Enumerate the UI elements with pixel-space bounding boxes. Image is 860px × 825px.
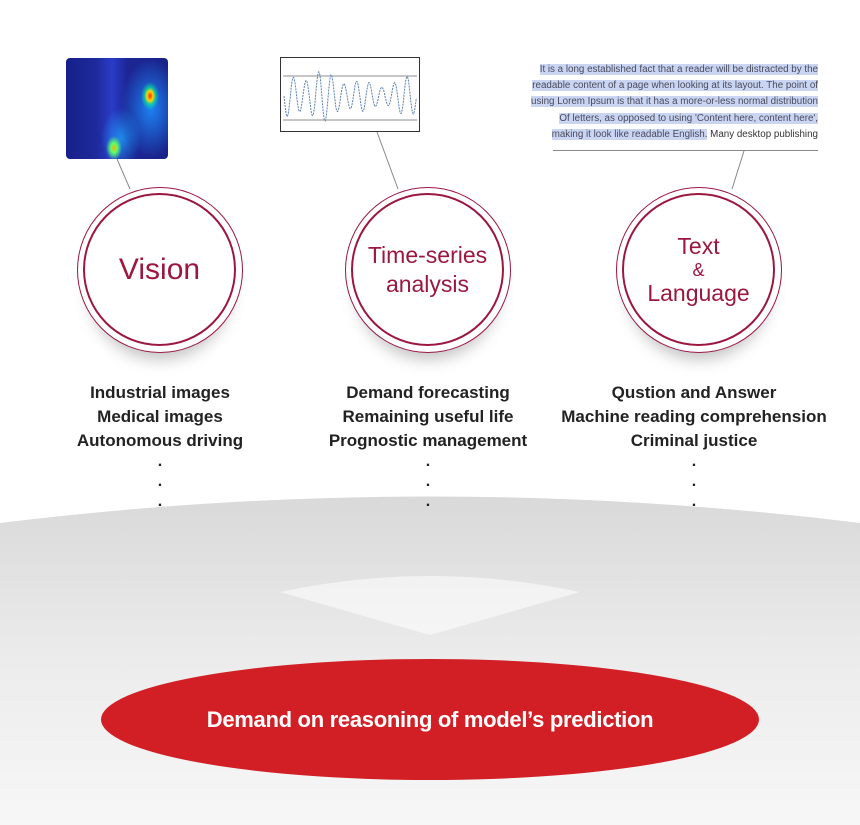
vision-list: Industrial images Medical images Autonom… [20, 381, 300, 453]
time-series-plot [280, 57, 420, 132]
vision-circle: Vision [77, 187, 243, 353]
timeseries-title-line1: Time-series [367, 241, 488, 268]
text-line: Of letters, as opposed to using 'Content… [559, 112, 818, 124]
text-title-line2: Language [647, 279, 750, 306]
list-item: Medical images [97, 407, 223, 426]
text-language-circle: Text & Language [616, 187, 782, 353]
list-item: Autonomous driving [76, 431, 244, 450]
vision-ellipsis: ... [157, 453, 163, 510]
text-line: readable content of a page when looking … [532, 80, 818, 92]
timeseries-circle: Time-series analysis [345, 187, 511, 353]
text-title-amp: & [692, 259, 705, 280]
timeseries-title-line2: analysis [385, 270, 470, 297]
heatmap-image [66, 58, 168, 159]
list-item: Remaining useful life [342, 407, 514, 426]
text-language-list: Qustion and Answer Machine reading compr… [544, 381, 844, 453]
text-language-ellipsis: ... [691, 453, 697, 510]
conclusion-text: Demand on reasoning of model’s predictio… [206, 706, 654, 732]
list-item: Criminal justice [630, 431, 758, 450]
text-title-line1: Text [677, 232, 720, 259]
text-sample: It is a long established fact that a rea… [520, 62, 818, 143]
text-line: It is a long established fact that a rea… [539, 64, 818, 75]
list-item: Qustion and Answer [611, 383, 777, 402]
text-line: using Lorem Ipsum is that it has a more-… [531, 96, 818, 108]
list-item: Prognostic management [328, 431, 528, 450]
timeseries-ellipsis: ... [425, 453, 431, 510]
vision-title: Vision [118, 252, 201, 286]
time-series-wave [283, 70, 417, 122]
list-item: Industrial images [90, 383, 230, 402]
list-item: Demand forecasting [346, 383, 510, 402]
timeseries-list: Demand forecasting Remaining useful life… [288, 381, 568, 453]
conclusion-ellipse: Demand on reasoning of model’s predictio… [101, 659, 759, 780]
text-underline [553, 150, 818, 151]
text-line: making it look like readable English. Ma… [551, 128, 818, 140]
list-item: Machine reading comprehension [561, 407, 827, 426]
